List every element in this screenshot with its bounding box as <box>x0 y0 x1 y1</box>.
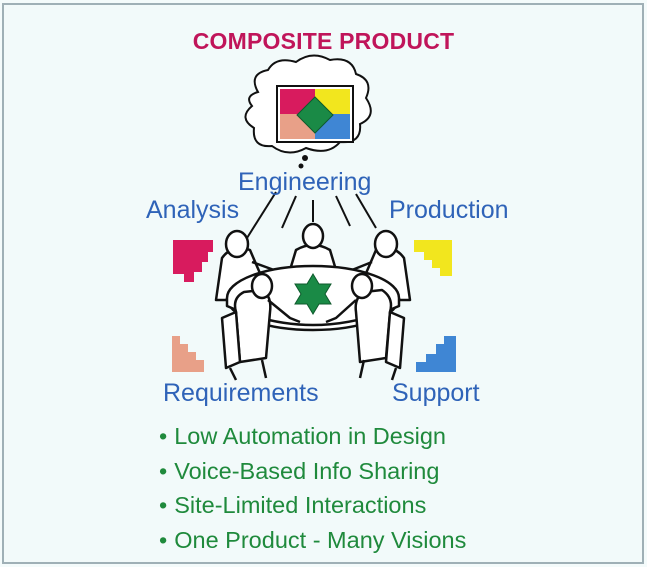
bullet-item: Voice-Based Info Sharing <box>159 454 466 489</box>
production-label: Production <box>389 196 509 224</box>
bullet-item: Site-Limited Interactions <box>159 488 466 523</box>
bullet-list: Low Automation in Design Voice-Based Inf… <box>159 419 466 557</box>
bullet-item: One Product - Many Visions <box>159 523 466 558</box>
requirements-puzzle-piece-icon <box>172 336 204 372</box>
analysis-label: Analysis <box>146 196 240 224</box>
analysis-puzzle-piece-icon <box>173 240 213 282</box>
support-puzzle-piece-icon <box>416 336 456 372</box>
puzzle-picture-icon <box>276 85 354 143</box>
bullet-item: Low Automation in Design <box>159 419 466 454</box>
engineering-label: Engineering <box>238 168 372 196</box>
engineering-puzzle-piece-icon <box>294 273 332 315</box>
requirements-label: Requirements <box>163 379 319 407</box>
production-puzzle-piece-icon <box>414 240 452 276</box>
support-label: Support <box>392 379 480 407</box>
speech-lines <box>246 191 377 239</box>
diagram-title: COMPOSITE PRODUCT <box>192 28 455 54</box>
